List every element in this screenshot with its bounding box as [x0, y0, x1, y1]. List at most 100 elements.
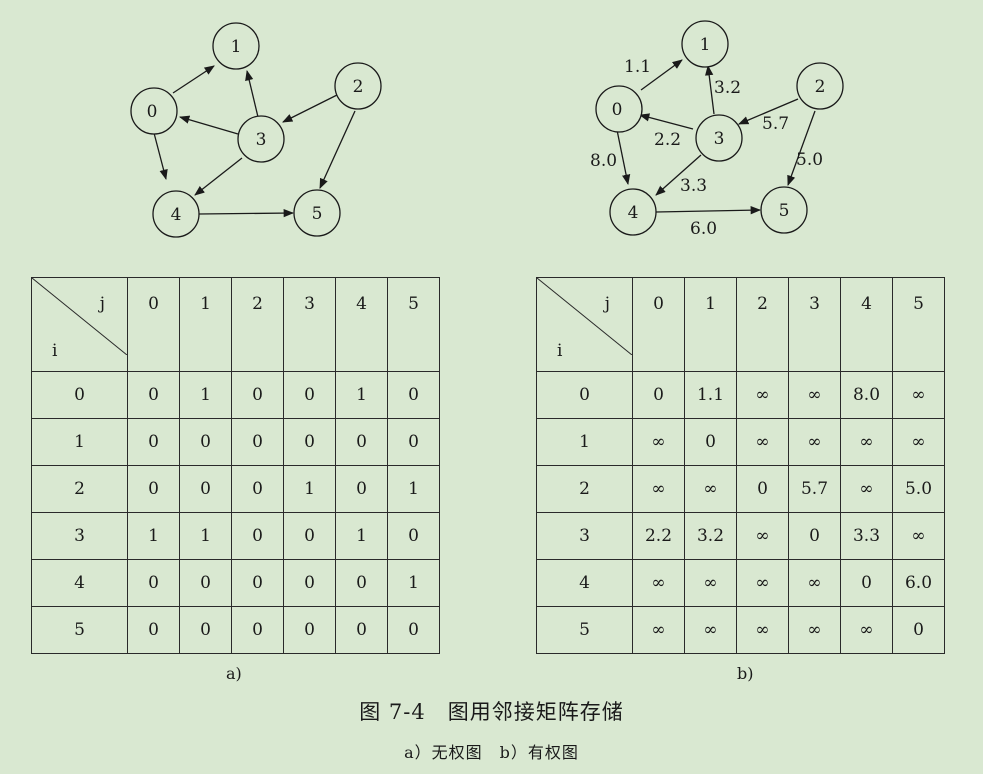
- row-header: 4: [536, 559, 633, 607]
- matrix-cell: 0: [283, 606, 336, 654]
- header-row: j i 0 1 2 3 4 5: [536, 277, 945, 372]
- matrix-cell: ∞: [736, 606, 789, 654]
- edge-3-1: [705, 64, 715, 115]
- row-header: 0: [31, 371, 128, 419]
- matrix-cell: 0: [283, 512, 336, 560]
- matrix-cell: 0: [127, 465, 180, 513]
- row-header: 1: [31, 418, 128, 466]
- weight-label: 5.0: [796, 150, 823, 170]
- matrix-cell: ∞: [840, 418, 893, 466]
- unweighted-graph: 0 1 2 3 4 5: [130, 22, 382, 238]
- row-header: 0: [536, 371, 633, 419]
- column-header: 4: [840, 277, 893, 372]
- matrix-cell: 0: [387, 512, 440, 560]
- matrix-cell: 1: [335, 512, 388, 560]
- nodes: [595, 20, 844, 236]
- edge-0-4: [153, 132, 168, 181]
- adjacency-matrix-b: j i 0 1 2 3 4 5 0 0 1.1 ∞ ∞ 8.0 ∞ 1 ∞ 0 …: [536, 277, 945, 654]
- matrix-cell: 5.0: [892, 465, 945, 513]
- matrix-cell: 0: [179, 418, 232, 466]
- matrix-cell: ∞: [736, 418, 789, 466]
- matrix-cell: 0: [283, 418, 336, 466]
- matrix-cell: 1: [127, 512, 180, 560]
- weight-label: 6.0: [690, 219, 717, 239]
- sublabel-b: b): [737, 664, 754, 683]
- node-5: [293, 189, 341, 237]
- column-header: 5: [387, 277, 440, 372]
- node-3: [695, 114, 743, 162]
- column-header: 1: [179, 277, 232, 372]
- matrix-cell: ∞: [632, 465, 685, 513]
- matrix-cell: 2.2: [632, 512, 685, 560]
- column-header: 5: [892, 277, 945, 372]
- matrix-cell: 0: [736, 465, 789, 513]
- table-row: 5 0 0 0 0 0 0: [31, 606, 440, 654]
- node-0: [595, 85, 643, 133]
- matrix-cell: 0: [335, 606, 388, 654]
- node-5: [760, 186, 808, 234]
- table-row: 0 0 1.1 ∞ ∞ 8.0 ∞: [536, 371, 945, 419]
- corner-cell: j i: [536, 277, 633, 372]
- matrix-cell: 0: [684, 418, 737, 466]
- edge-3-4: [194, 157, 243, 196]
- matrix-cell: ∞: [684, 465, 737, 513]
- matrix-cell: 0: [127, 606, 180, 654]
- node-2: [334, 62, 382, 110]
- table-row: 5 ∞ ∞ ∞ ∞ ∞ 0: [536, 606, 945, 654]
- row-header: 4: [31, 559, 128, 607]
- matrix-cell: ∞: [736, 371, 789, 419]
- header-row: j i 0 1 2 3 4 5: [31, 277, 440, 372]
- matrix-cell: ∞: [788, 371, 841, 419]
- matrix-cell: ∞: [736, 559, 789, 607]
- matrix-cell: 1: [387, 559, 440, 607]
- edge-weights: 1.1 3.2 5.7 2.2 8.0 3.3 5.0 6.0: [590, 57, 823, 239]
- table-row: 4 0 0 0 0 0 1: [31, 559, 440, 607]
- matrix-cell: 6.0: [892, 559, 945, 607]
- figure-caption: 图 7-4 图用邻接矩阵存储: [359, 700, 624, 724]
- corner-i-label: i: [52, 341, 58, 361]
- matrix-cell: 0: [632, 371, 685, 419]
- node-label: 0: [147, 102, 158, 122]
- matrix-cell: 0: [283, 559, 336, 607]
- node-label: 3: [714, 129, 725, 149]
- edge-3-4: [655, 154, 702, 196]
- matrix-cell: ∞: [788, 418, 841, 466]
- node-label: 4: [171, 205, 182, 225]
- corner-i-label: i: [557, 341, 563, 361]
- column-header: 0: [632, 277, 685, 372]
- row-header: 2: [536, 465, 633, 513]
- matrix-cell: 0: [387, 606, 440, 654]
- column-header: 3: [283, 277, 336, 372]
- edges: [153, 65, 356, 218]
- edge-2-5: [319, 110, 356, 189]
- node-label: 3: [256, 130, 267, 150]
- matrix-cell: 0: [231, 512, 284, 560]
- matrix-cell: 0: [788, 512, 841, 560]
- matrix-cell: 8.0: [840, 371, 893, 419]
- table-row: 1 ∞ 0 ∞ ∞ ∞ ∞: [536, 418, 945, 466]
- matrix-cell: ∞: [684, 559, 737, 607]
- row-header: 5: [31, 606, 128, 654]
- matrix-cell: ∞: [632, 606, 685, 654]
- matrix-cell: 0: [127, 559, 180, 607]
- matrix-cell: 0: [179, 606, 232, 654]
- edge-2-3: [282, 94, 338, 123]
- node-label: 1: [231, 37, 242, 57]
- edge-0-4: [616, 129, 631, 186]
- table-row: 4 ∞ ∞ ∞ ∞ 0 6.0: [536, 559, 945, 607]
- table-row: 2 0 0 0 1 0 1: [31, 465, 440, 513]
- corner-cell: j i: [31, 277, 128, 372]
- weight-label: 2.2: [654, 130, 681, 150]
- weight-label: 3.3: [680, 176, 707, 196]
- column-header: 3: [788, 277, 841, 372]
- matrix-cell: 1: [335, 371, 388, 419]
- figure-subcaption: a）无权图 b）有权图: [404, 743, 579, 762]
- matrix-cell: ∞: [892, 512, 945, 560]
- node-label: 4: [628, 203, 639, 223]
- weight-label: 1.1: [624, 57, 651, 77]
- matrix-cell: 0: [231, 465, 284, 513]
- node-3: [237, 115, 285, 163]
- sublabel-a: a): [226, 664, 242, 683]
- weight-label: 3.2: [714, 78, 741, 98]
- weight-label: 8.0: [590, 151, 617, 171]
